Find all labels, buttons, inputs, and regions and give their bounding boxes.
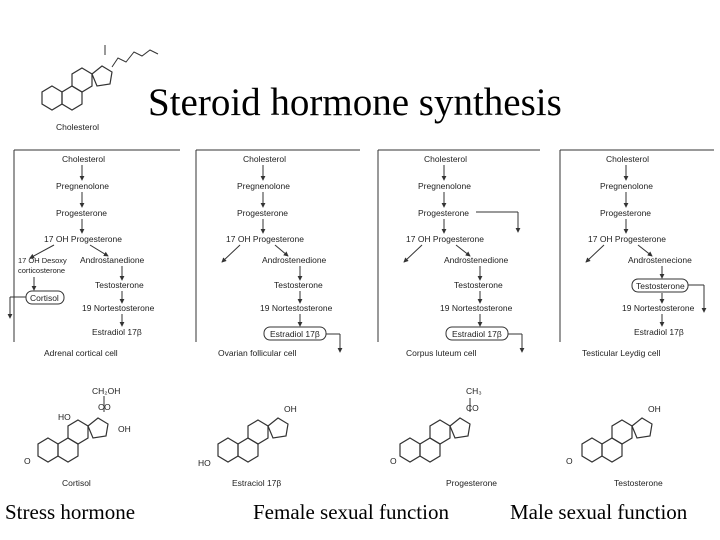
p3-step-pregnenolone: Pregnenolone bbox=[418, 181, 471, 191]
p4-step-estradiol: Estradiol 17β bbox=[634, 327, 684, 337]
caption-male: Male sexual function bbox=[510, 500, 688, 524]
p2-cell-label: Ovarian follicular cell bbox=[218, 348, 297, 358]
cortisol-name: Cortisol bbox=[62, 478, 91, 488]
panel-adrenal: Cholesterol Pregnenolone Progesterone 17… bbox=[7, 149, 180, 358]
caption-stress: Stress hormone bbox=[5, 500, 136, 524]
p2-step-cholesterol: Cholesterol bbox=[243, 154, 286, 164]
p4-step-cholesterol: Cholesterol bbox=[606, 154, 649, 164]
p3-step-17oh: 17 OH Progesterone bbox=[406, 234, 484, 244]
testosterone-structure: OH O Testosterone bbox=[566, 404, 663, 488]
p2-boxed-estradiol: Estradiol 17β bbox=[270, 329, 320, 339]
cholesterol-label: Cholesterol bbox=[56, 122, 99, 132]
p1-step-andro: Androstanedione bbox=[80, 255, 145, 265]
cortisol-group-ho: HO bbox=[58, 412, 71, 422]
p4-step-nortesto: 19 Nortestosterone bbox=[622, 303, 695, 313]
p2-step-andro: Androstenedione bbox=[262, 255, 327, 265]
progesterone-group-co: CO bbox=[466, 403, 479, 413]
p1-step-nortesto: 19 Nortestosterone bbox=[82, 303, 155, 313]
p3-step-cholesterol: Cholesterol bbox=[424, 154, 467, 164]
p1-step-testo: Testosterone bbox=[95, 280, 144, 290]
testosterone-group-o: O bbox=[566, 456, 573, 466]
p1-step-estradiol: Estradiol 17β bbox=[92, 327, 142, 337]
estradiol-group-oh: OH bbox=[284, 404, 297, 414]
estradiol-name: Estraciol 17β bbox=[232, 478, 281, 488]
cortisol-structure: CH₂OH CO HO OH O Cortisol bbox=[24, 386, 131, 488]
cortisol-group-oh: OH bbox=[118, 424, 131, 434]
p2-step-17oh: 17 OH Progesterone bbox=[226, 234, 304, 244]
p1-step-pregnenolone: Pregnenolone bbox=[56, 181, 109, 191]
p2-step-testo: Testosterone bbox=[274, 280, 323, 290]
cortisol-group-co: CO bbox=[98, 402, 111, 412]
progesterone-group-ch3: CH₃ bbox=[466, 386, 482, 396]
cortisol-group-ch2oh: CH₂OH bbox=[92, 386, 120, 396]
p1-side-step-2: corticosterone bbox=[18, 266, 65, 275]
estradiol-group-ho: HO bbox=[198, 458, 211, 468]
p4-step-andro: Androstenecione bbox=[628, 255, 692, 265]
testosterone-group-oh: OH bbox=[648, 404, 661, 414]
p2-step-progesterone: Progesterone bbox=[237, 208, 288, 218]
p3-boxed-estradiol: Estradiol 17β bbox=[452, 329, 502, 339]
estradiol-structure: OH HO Estraciol 17β bbox=[198, 404, 297, 488]
progesterone-group-o: O bbox=[390, 456, 397, 466]
progesterone-structure: CH₃ CO O Progesterone bbox=[390, 386, 497, 488]
cholesterol-structure: Cholesterol bbox=[41, 45, 159, 132]
cortisol-group-o: O bbox=[24, 456, 31, 466]
panel-ovarian: Cholesterol Pregnenolone Progesterone 17… bbox=[195, 149, 360, 358]
p4-cell-label: Testicular Leydig cell bbox=[582, 348, 661, 358]
p3-step-andro: Androstenedione bbox=[444, 255, 509, 265]
p3-step-nortesto: 19 Nortestosterone bbox=[440, 303, 513, 313]
p1-step-cholesterol: Cholesterol bbox=[62, 154, 105, 164]
p3-step-progesterone: Progesterone bbox=[418, 208, 469, 218]
panel-leydig: Cholesterol Pregnenolone Progesterone 17… bbox=[559, 149, 714, 358]
p1-boxed-cortisol: Cortisol bbox=[30, 293, 59, 303]
testosterone-name: Testosterone bbox=[614, 478, 663, 488]
page-title: Steroid hormone synthesis bbox=[148, 81, 562, 124]
p3-step-testo: Testosterone bbox=[454, 280, 503, 290]
p4-boxed-testosterone: Testosterone bbox=[636, 281, 685, 291]
p3-cell-label: Corpus luteum cell bbox=[406, 348, 477, 358]
p1-cell-label: Adrenal cortical cell bbox=[44, 348, 118, 358]
p1-step-progesterone: Progesterone bbox=[56, 208, 107, 218]
p4-step-17oh: 17 OH Progesterone bbox=[588, 234, 666, 244]
p4-step-progesterone: Progesterone bbox=[600, 208, 651, 218]
p4-step-pregnenolone: Pregnenolone bbox=[600, 181, 653, 191]
p1-side-step-1: 17 OH Desoxy bbox=[18, 256, 67, 265]
caption-female: Female sexual function bbox=[253, 500, 449, 524]
p1-step-17oh: 17 OH Progesterone bbox=[44, 234, 122, 244]
progesterone-name: Progesterone bbox=[446, 478, 497, 488]
panel-corpus-luteum: Cholesterol Pregnenolone Progesterone 17… bbox=[377, 149, 540, 358]
p2-step-pregnenolone: Pregnenolone bbox=[237, 181, 290, 191]
p2-step-nortesto: 19 Nortestosterone bbox=[260, 303, 333, 313]
